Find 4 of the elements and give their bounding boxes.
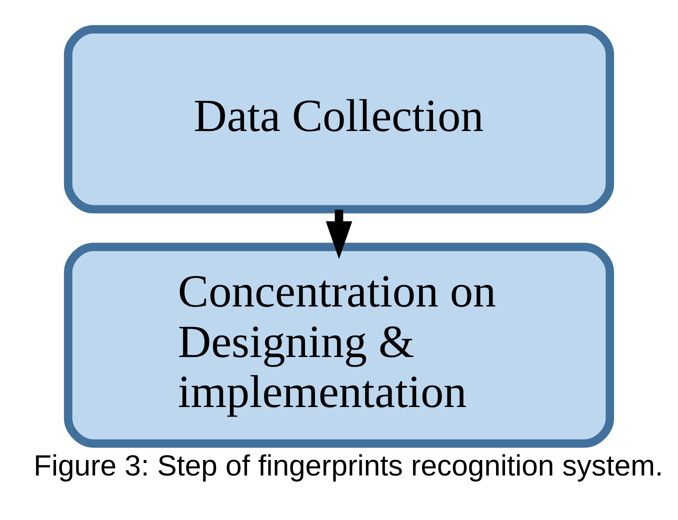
node-box: Data Collection [64,24,614,213]
caption: Figure 3: Step of fingerprints recognition system. [34,448,664,482]
arrow [326,209,352,259]
node-box: Concentration on Designing & implementation [64,242,614,448]
